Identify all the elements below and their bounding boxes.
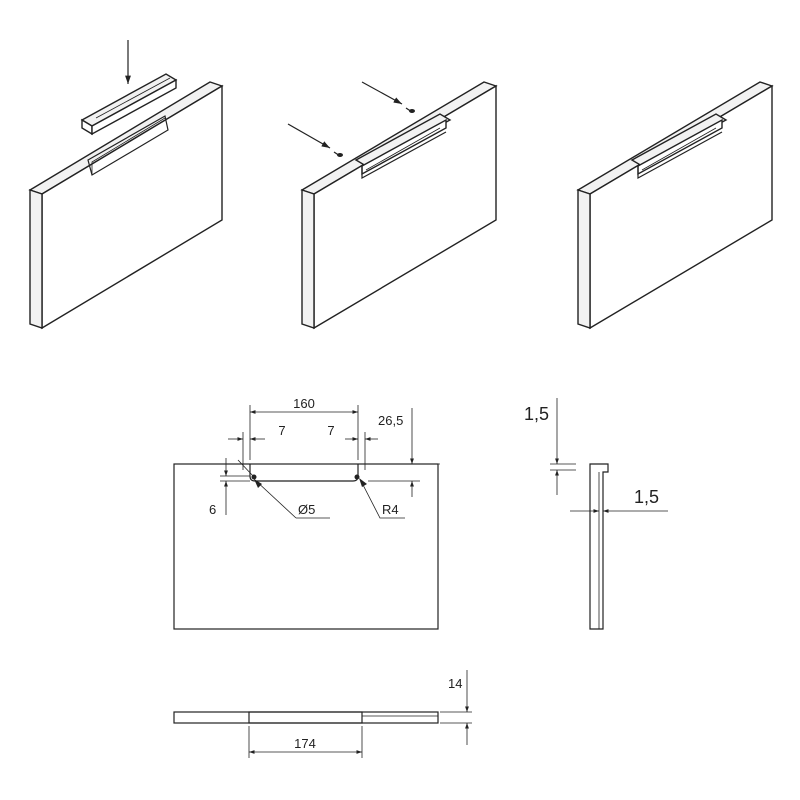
dimension-radius-4: R4 [382,502,399,517]
step-3-finished [576,81,774,330]
side-profile-view: 1,5 1,5 [524,398,668,630]
dimension-profile-top: 1,5 [524,404,549,424]
screw-icon [405,107,415,113]
dimension-6: 6 [209,502,216,517]
dimension-14: 14 [448,676,462,691]
panel-outline [173,463,439,630]
step-1-insert-handle [28,40,224,330]
dimension-7-right: 7 [327,423,334,438]
hole-icon [354,474,360,480]
dimension-7-left: 7 [278,423,285,438]
dimension-26-5: 26,5 [378,413,403,428]
dimension-160: 160 [293,396,315,411]
screw-arrow [361,81,403,105]
cutout-outline [248,711,363,724]
profile-outline [589,463,609,630]
handle-profile [80,73,178,136]
top-view: 14 174 [173,670,472,758]
handle-slot [249,464,359,482]
handle-profile [630,113,728,180]
front-view: 160 7 7 26,5 6 Ø5 R4 [173,396,440,630]
dimension-diameter-5: Ø5 [298,502,315,517]
screw-icon [333,151,343,157]
dimension-174: 174 [294,736,316,751]
panel-top-outline [173,711,439,724]
screw-arrow [287,123,331,149]
step-2-screw-handle [287,81,498,330]
handle-profile [354,113,452,180]
dimension-profile-thickness: 1,5 [634,487,659,507]
